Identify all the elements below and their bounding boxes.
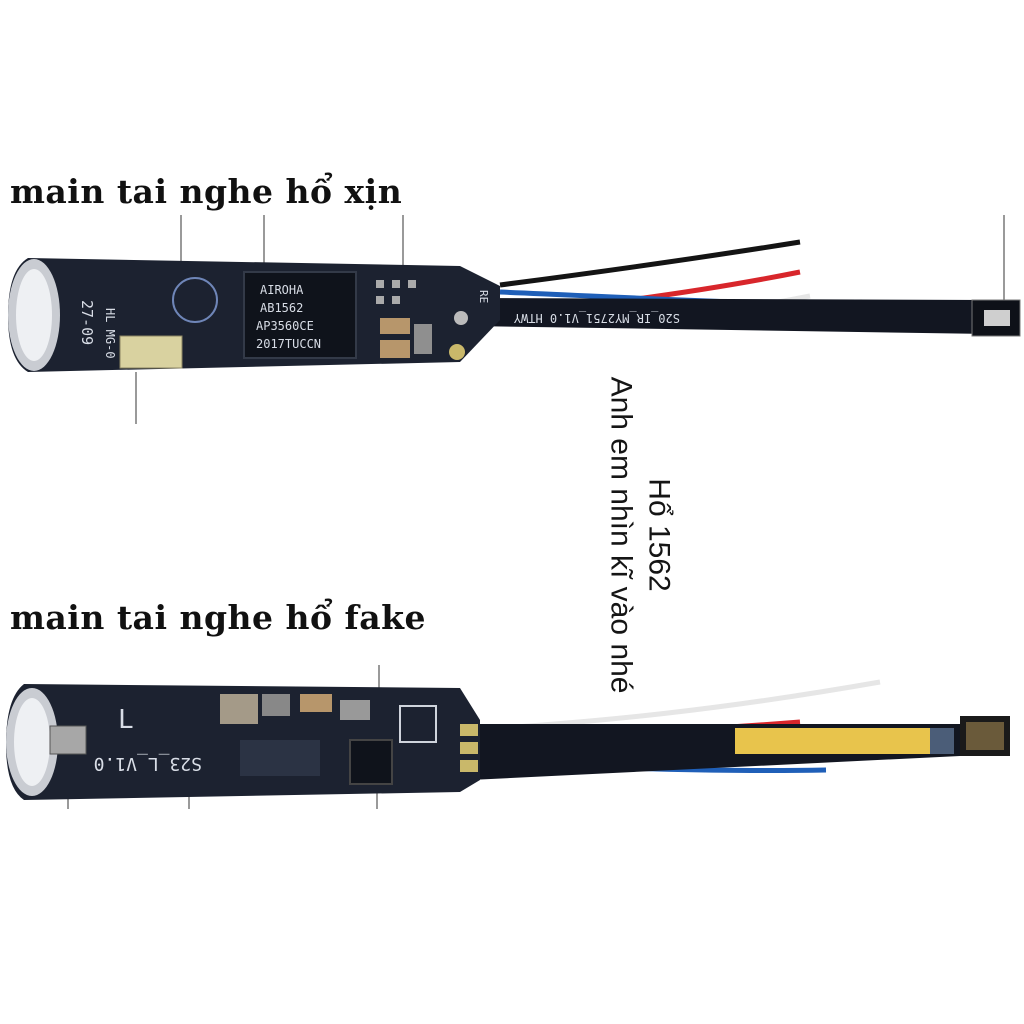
real-board: S20_IR_MY2751_V1.0 HTWY AIROHA AB1562 AP… [8, 239, 1021, 372]
pointer-line [180, 215, 182, 277]
pointer-line [263, 215, 265, 277]
caption-line-model: Hổ 1562 [642, 478, 676, 592]
pointer-line [1003, 215, 1005, 305]
caption-block: Hổ 1562 Anh em nhìn kĩ vào nhé [603, 377, 678, 694]
caption-line-advice: Anh em nhìn kĩ vào nhé [605, 376, 638, 694]
flex-print: S20_IR_MY2751_V1.0 HTWY [513, 311, 680, 325]
fake-board: S23_L_V1.0 L [6, 679, 1010, 800]
pad-print: RE [477, 290, 490, 303]
pointer-line [376, 782, 378, 809]
chip-print: 2017TUCCN [256, 337, 321, 351]
chip-print: AIROHA [260, 283, 304, 297]
edge-print: 27-09 [78, 300, 96, 345]
heading-fake-board: main tai nghe hổ fake [10, 598, 426, 637]
rotated-caption: Hổ 1562 Anh em nhìn kĩ vào nhé [560, 340, 720, 730]
chip-print: AP3560CE [256, 319, 314, 333]
pointer-line [378, 665, 380, 705]
chip-print: AB1562 [260, 301, 303, 315]
pointer-line [135, 372, 137, 424]
pointer-line [402, 215, 404, 277]
corner-mark: L [118, 705, 134, 735]
edge-print: HL MG-0 [103, 308, 117, 359]
heading-real-board: main tai nghe hổ xịn [10, 172, 403, 211]
board-print: S23_L_V1.0 [94, 753, 202, 774]
